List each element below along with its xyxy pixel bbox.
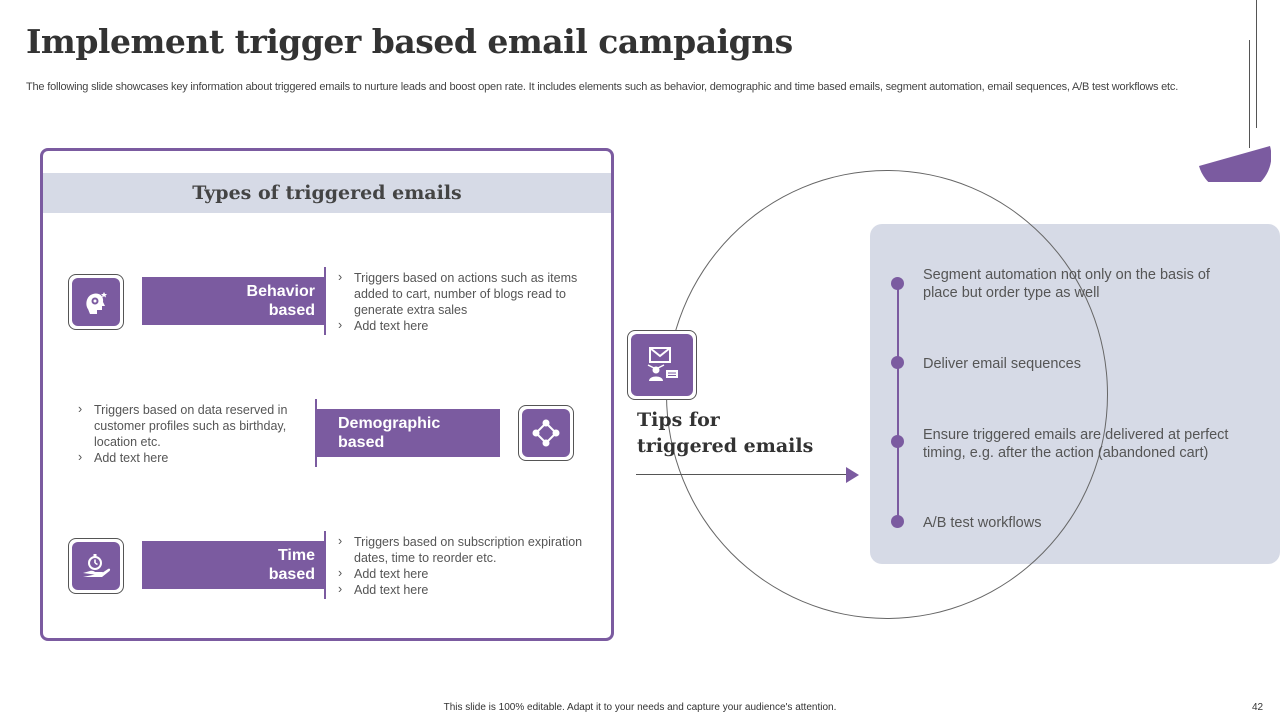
arrow-line — [636, 474, 848, 475]
demographic-bullets: Triggers based on data reserved in custo… — [76, 401, 296, 466]
time-label: Time based — [142, 541, 325, 589]
demographic-icon-box — [518, 405, 574, 461]
decorative-line — [1249, 40, 1250, 148]
tip-bullet-dot — [891, 435, 904, 448]
time-bullets: Triggers based on subscription expiratio… — [336, 533, 598, 598]
behavior-divider — [324, 267, 326, 335]
time-icon-box — [68, 538, 124, 594]
types-panel-header: Types of triggered emails — [43, 173, 611, 213]
behavior-label: Behavior based — [142, 277, 325, 325]
page-number: 42 — [1252, 702, 1264, 713]
tip-item: A/B test workflows — [923, 515, 1042, 531]
behavior-icon-box — [68, 274, 124, 330]
tips-title: Tips for triggered emails — [637, 409, 814, 457]
slide-subtitle: The following slide showcases key inform… — [26, 81, 1179, 93]
tip-bullet-dot — [891, 356, 904, 369]
behavior-bullets: Triggers based on actions such as items … — [336, 269, 598, 334]
tip-item: Ensure triggered emails are delivered at… — [923, 427, 1229, 461]
tips-timeline — [897, 282, 899, 524]
time-divider — [324, 531, 326, 599]
slide-title: Implement trigger based email campaigns — [26, 22, 793, 61]
tips-icon-box — [627, 330, 697, 400]
decorative-line — [1256, 0, 1257, 128]
stopwatch-hand-icon — [83, 554, 111, 577]
tip-bullet-dot — [891, 515, 904, 528]
decorative-circle — [666, 170, 1108, 619]
tip-item: Deliver email sequences — [923, 356, 1081, 372]
footer-note: This slide is 100% editable. Adapt it to… — [443, 702, 837, 713]
demographic-label: Demographic based — [316, 409, 500, 457]
tip-item: Segment automation not only on the basis… — [923, 267, 1210, 301]
arrow-head-icon — [846, 467, 859, 483]
behavior-head-icon — [86, 292, 107, 314]
network-diamond-icon — [532, 419, 560, 447]
email-user-icon — [647, 347, 678, 381]
decorative-half-circle — [1199, 146, 1271, 182]
tip-bullet-dot — [891, 277, 904, 290]
